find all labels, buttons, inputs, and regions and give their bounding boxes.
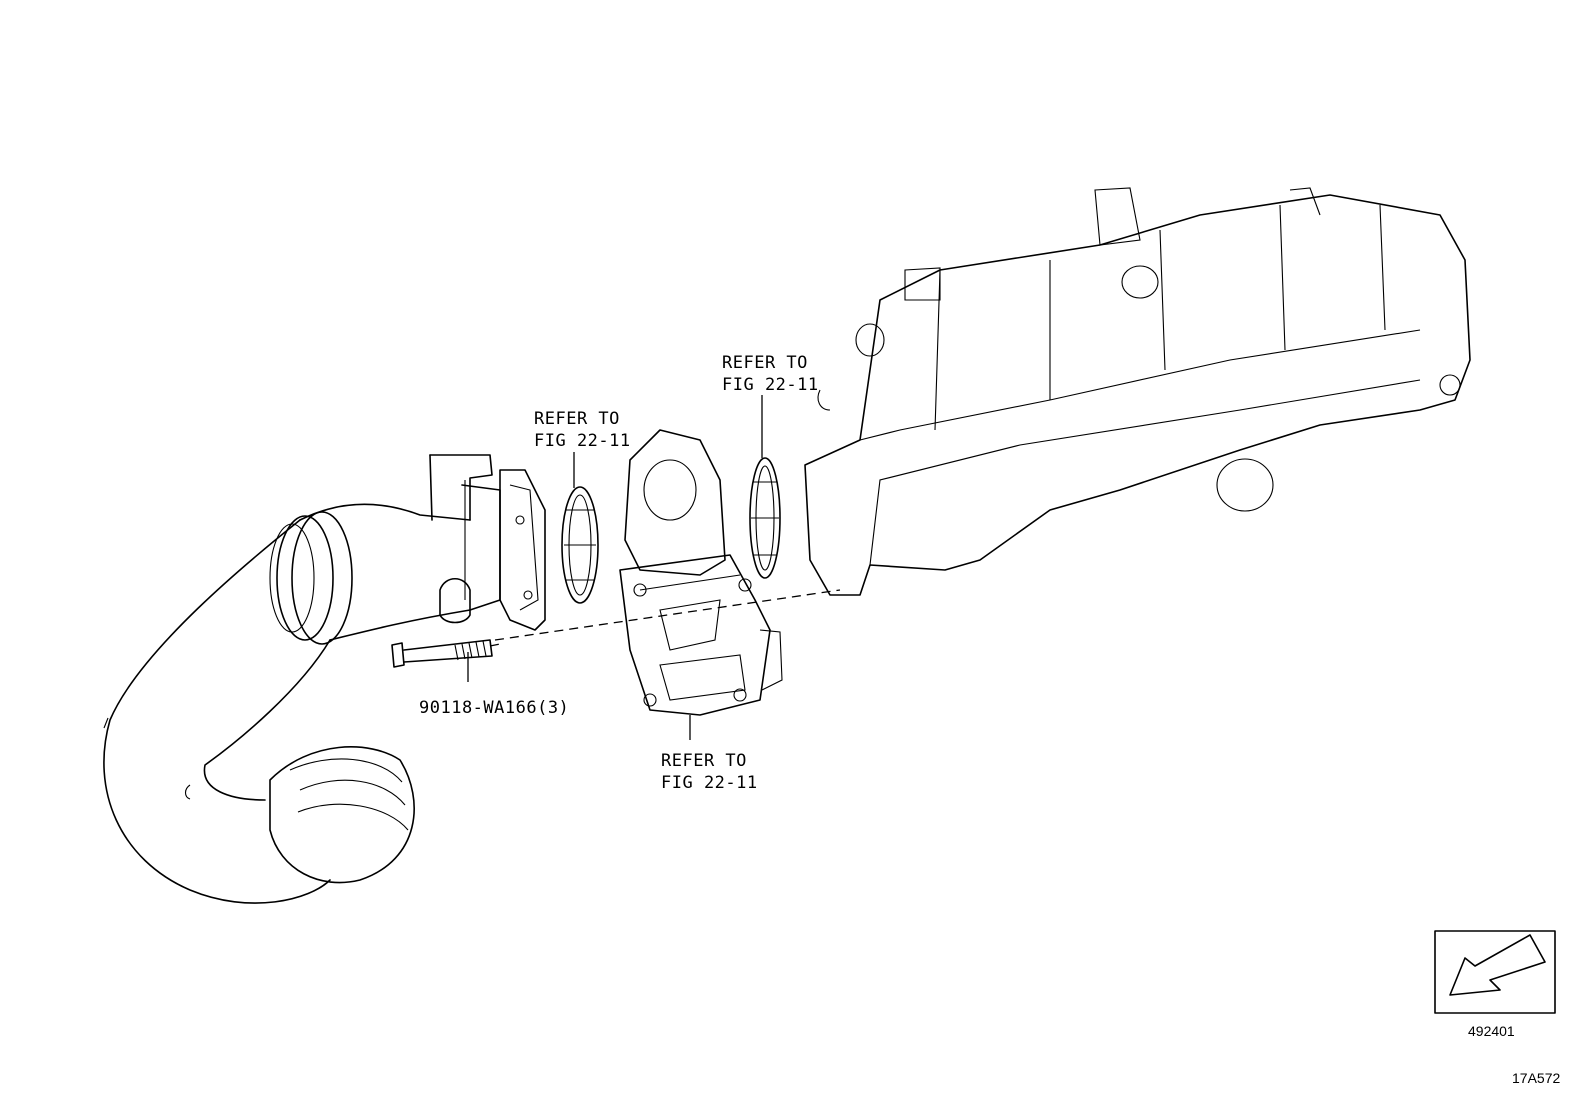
callout-line1: REFER TO xyxy=(722,353,808,373)
gasket-plate[interactable] xyxy=(499,469,546,631)
seal-ring-left[interactable] xyxy=(561,486,599,604)
throttle-body[interactable] xyxy=(619,429,783,716)
callout-line2: FIG 22-11 xyxy=(722,375,819,395)
direction-box-code: 492401 xyxy=(1468,1023,1515,1039)
throttle-body-callout: REFER TO FIG 22-11 xyxy=(661,750,758,794)
callout-line1: REFER TO xyxy=(661,751,747,771)
intake-hose[interactable] xyxy=(103,503,471,904)
seal-ring-right[interactable] xyxy=(749,457,781,579)
assembly-centerline xyxy=(494,589,841,641)
bolt-alignment-line xyxy=(489,643,501,647)
front-direction-arrow-icon xyxy=(1434,930,1556,1014)
ring-right-callout: REFER TO FIG 22-11 xyxy=(722,352,819,396)
intake-manifold[interactable] xyxy=(804,187,1471,596)
bolt-part-number: 90118-WA166(3) xyxy=(419,698,570,718)
ring-left-callout: REFER TO FIG 22-11 xyxy=(534,408,631,452)
callout-line2: FIG 22-11 xyxy=(661,773,758,793)
callout-line2: FIG 22-11 xyxy=(534,431,631,451)
duct-adapter[interactable] xyxy=(429,454,501,624)
callout-line1: REFER TO xyxy=(534,409,620,429)
illustration-id: 17A572 xyxy=(1512,1070,1561,1086)
bolt[interactable] xyxy=(391,639,493,668)
